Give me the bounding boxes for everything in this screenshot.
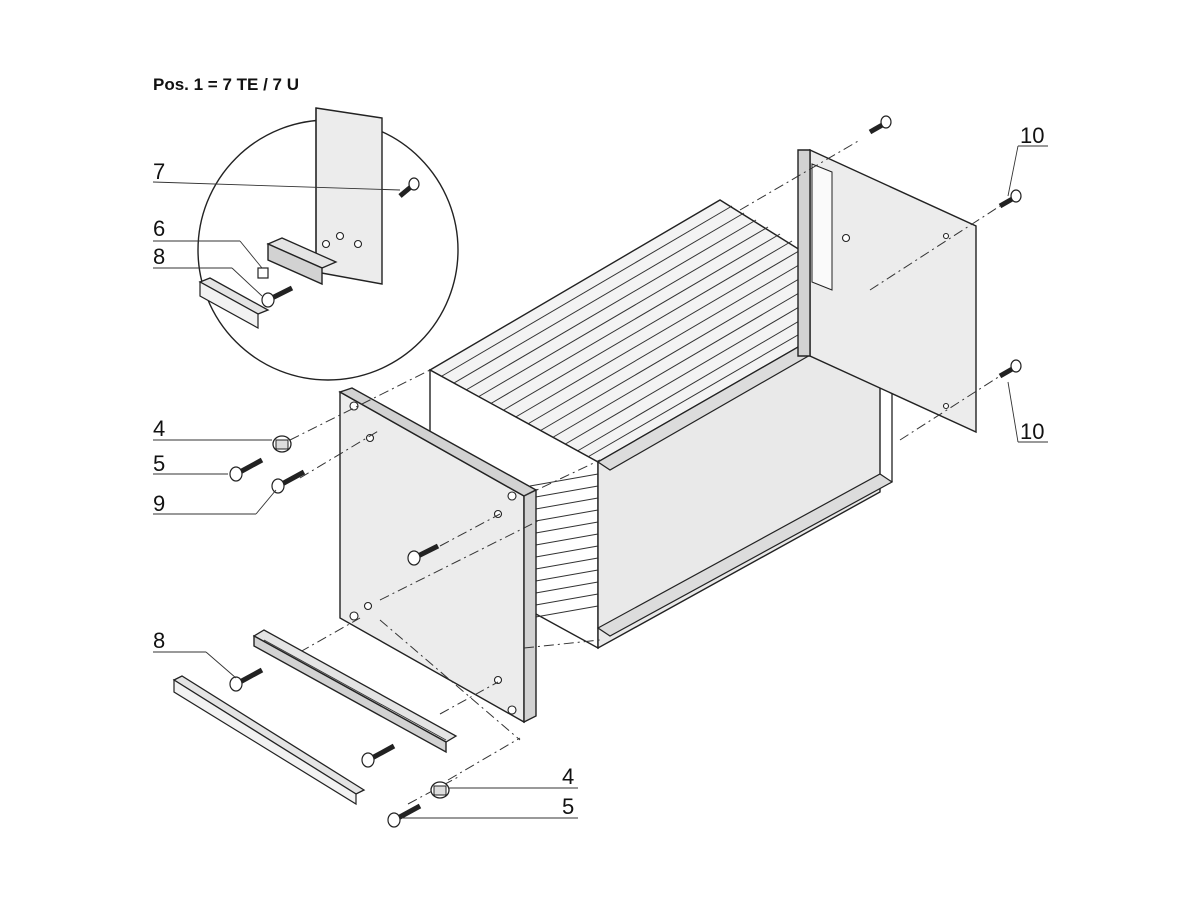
callout-10-bottom: 10	[1020, 419, 1044, 444]
detail-magnifier	[197, 107, 459, 381]
callout-4-left: 4	[153, 416, 165, 441]
callout-5-left: 5	[153, 451, 165, 476]
callout-9: 9	[153, 491, 165, 516]
diagram-title: Pos. 1 = 7 TE / 7 U	[153, 75, 299, 94]
callout-6: 6	[153, 216, 165, 241]
screw-8-bottom	[229, 667, 264, 692]
callout-7: 7	[153, 159, 165, 184]
callout-5-right: 5	[562, 794, 574, 819]
screw-7	[398, 177, 420, 198]
callout-8-detail: 8	[153, 244, 165, 269]
callout-4-right: 4	[562, 764, 574, 789]
screw-5-right	[387, 803, 422, 828]
label-strip-bottom	[172, 675, 366, 806]
clip-4-left	[272, 435, 292, 453]
screw-10-bottom	[998, 359, 1022, 379]
screw-front-center	[407, 543, 440, 566]
callout-10-top: 10	[1020, 123, 1044, 148]
callout-8-bottom: 8	[153, 628, 165, 653]
screw-10-top	[998, 189, 1022, 209]
front-panel	[338, 387, 538, 724]
clip-4-right	[430, 781, 450, 799]
nut-6	[257, 267, 269, 279]
screw-5-left	[229, 457, 264, 482]
rail-bar-detail	[266, 237, 338, 286]
screw-rail-bottom	[361, 743, 396, 768]
screw-rear-top	[868, 115, 892, 135]
screw-8-detail	[261, 285, 294, 308]
screw-9	[271, 469, 306, 494]
rail-bar-bottom	[252, 629, 458, 754]
rear-panel	[797, 148, 977, 434]
